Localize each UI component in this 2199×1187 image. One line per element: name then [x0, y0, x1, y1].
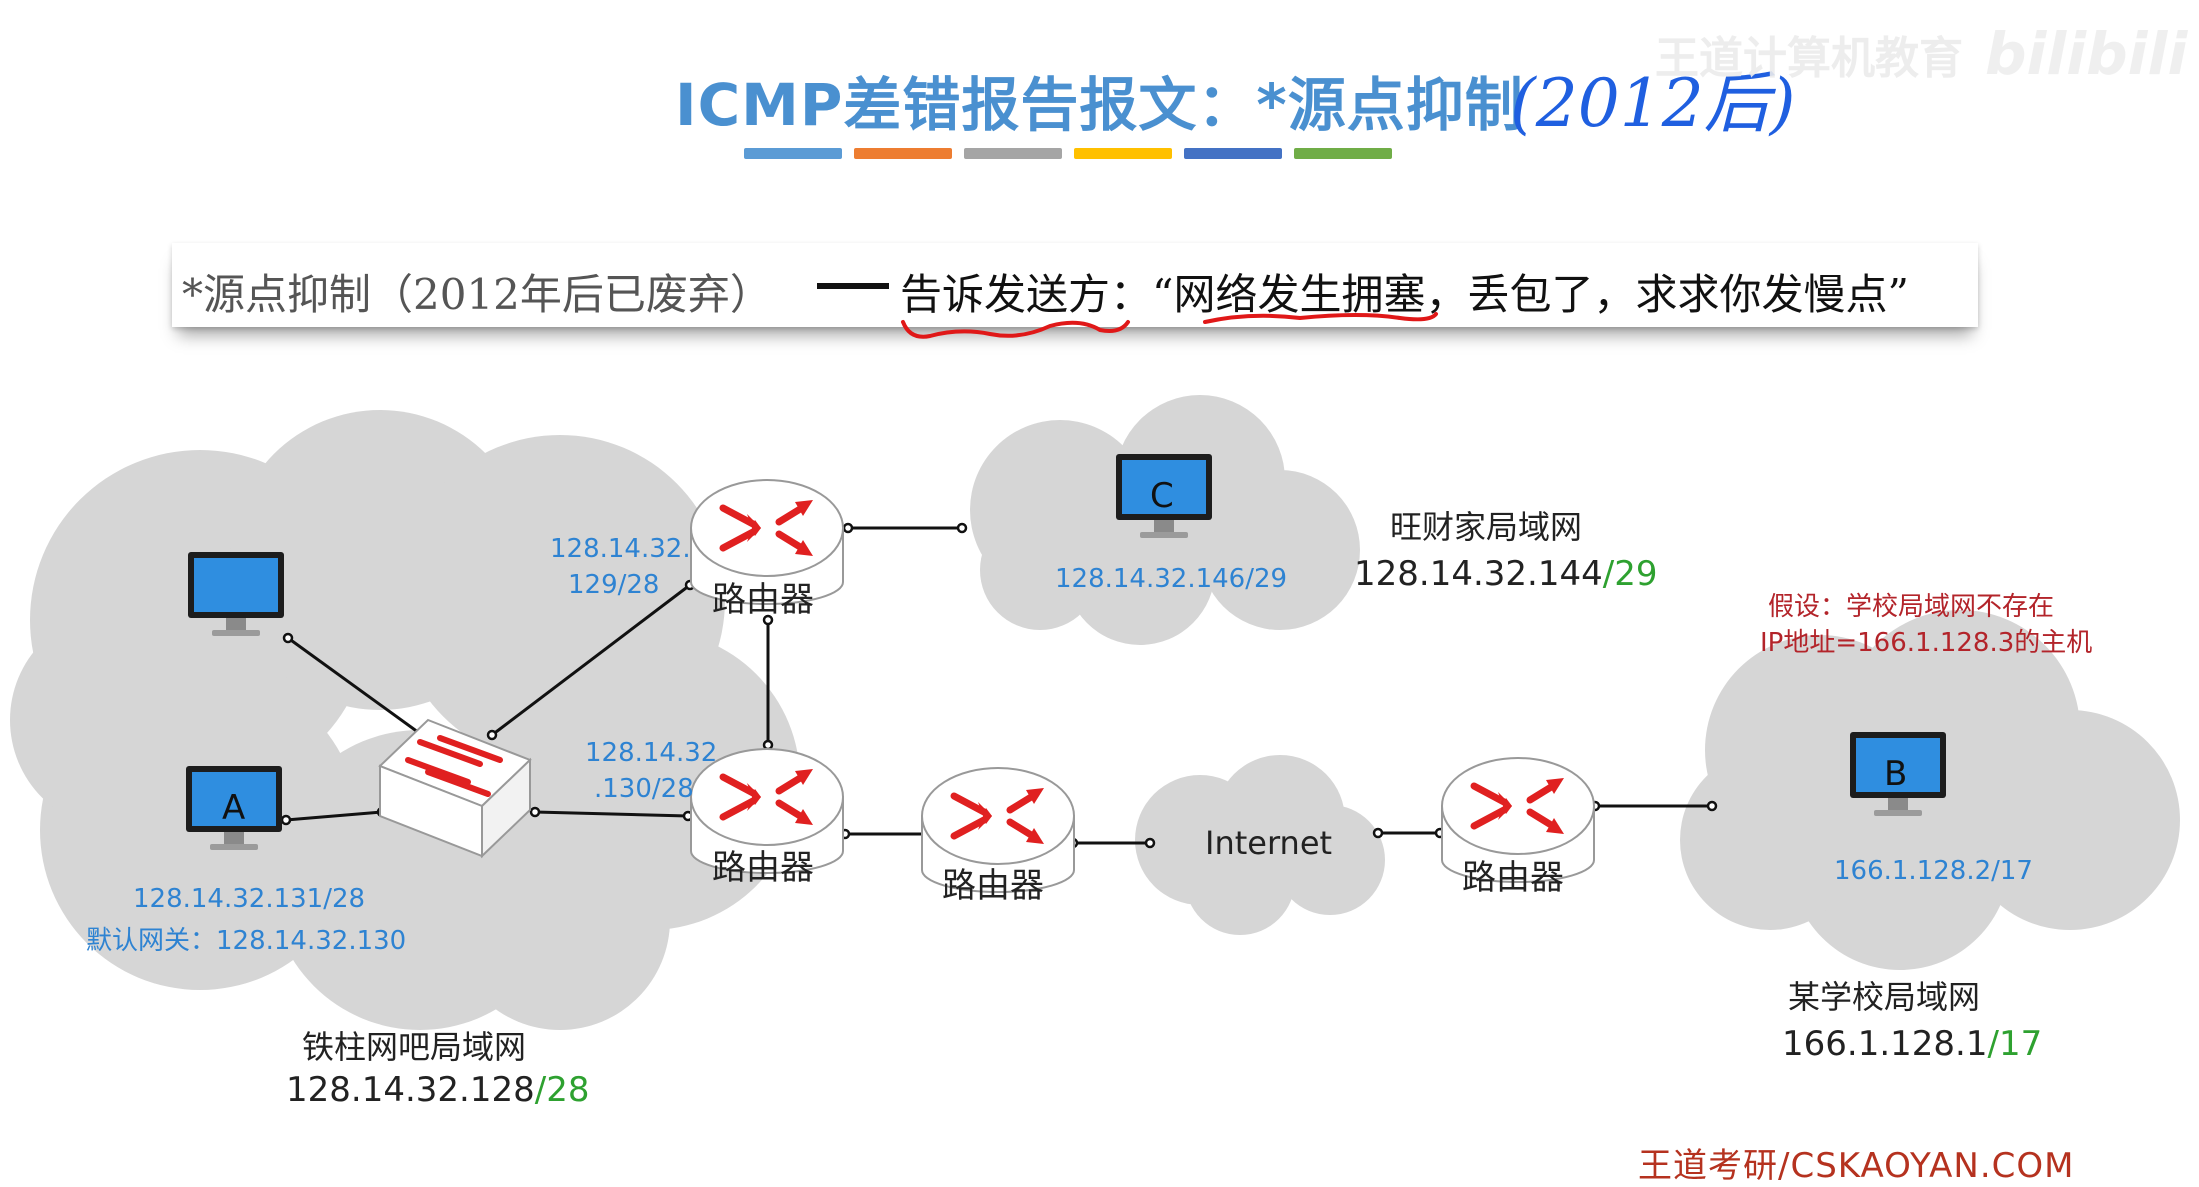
router-1-label: 路由器 — [712, 580, 814, 620]
banner-description: 告诉发送方：“网络发生拥塞，丢包了，求求你发慢点” — [900, 270, 1909, 319]
slide-title: ICMP差错报告报文：*源点抑制 — [675, 71, 1524, 139]
host-a-gateway: 默认网关：128.14.32.130 — [86, 926, 407, 956]
link-pc-switch — [287, 636, 423, 737]
definition-banner: *源点抑制（2012年后已废弃） 告诉发送方：“网络发生拥塞，丢包了，求求你发慢… — [172, 243, 1978, 327]
title-color-bars — [744, 148, 1392, 159]
assumption-line1: 假设：学校局域网不存在 — [1768, 592, 2055, 622]
lan-school-network: 166.1.128.1/17 — [1782, 1024, 2042, 1064]
lan-wangcai-prefix: 128.14.32.144 — [1354, 554, 1603, 594]
cloud-internet — [1135, 755, 1385, 935]
cloud-tiezhu-lan — [10, 410, 800, 1030]
link-a-switch — [285, 810, 383, 822]
color-bar — [744, 148, 842, 159]
host-a-ip: 128.14.32.131/28 — [133, 884, 366, 914]
host-c-ip: 128.14.32.146/29 — [1055, 564, 1288, 594]
link-switch-router1 — [491, 583, 691, 737]
host-c-label: C — [1150, 476, 1174, 516]
banner-term: *源点抑制（2012年后已废弃） — [182, 270, 772, 319]
lan-school-name: 某学校局域网 — [1788, 978, 1981, 1016]
color-bar — [854, 148, 952, 159]
color-bar — [964, 148, 1062, 159]
link-switch-router2 — [534, 810, 689, 818]
router-2-ip-line2: .130/28 — [594, 774, 694, 804]
router-1-ip-line2: 129/28 — [568, 570, 660, 600]
switch — [378, 718, 532, 859]
lan-school-prefix: 166.1.128.1 — [1782, 1024, 1988, 1064]
router-2-label: 路由器 — [712, 848, 814, 888]
host-b-label: B — [1884, 754, 1908, 794]
router-1-ip-line1: 128.14.32. — [550, 534, 691, 564]
underline-congestion — [1203, 312, 1438, 324]
router-4-label: 路由器 — [1462, 858, 1564, 898]
lan-tiezhu-prefix: 128.14.32.128 — [286, 1070, 535, 1110]
lan-wangcai-mask: /29 — [1602, 554, 1658, 594]
host-b-ip: 166.1.128.2/17 — [1834, 856, 2033, 886]
color-bar — [1294, 148, 1392, 159]
underline-tell-sender — [901, 320, 1130, 339]
color-bar — [1184, 148, 1282, 159]
lan-wangcai-network: 128.14.32.144/29 — [1354, 554, 1657, 594]
bilibili-logo: bilibili — [1985, 20, 2188, 88]
footer-brand: 王道考研/CSKAOYAN.COM — [1638, 1146, 2075, 1186]
internet-label: Internet — [1205, 824, 1333, 862]
assumption-line2: IP地址=166.1.128.3的主机 — [1760, 628, 2093, 658]
lan-tiezhu-mask: /28 — [534, 1070, 590, 1110]
handwritten-annotation: (2012后) — [1510, 65, 1796, 142]
host-a-label: A — [222, 788, 246, 828]
router-3-label: 路由器 — [942, 866, 1044, 906]
router-2-ip-line1: 128.14.32 — [585, 738, 718, 768]
lan-school-mask: /17 — [1987, 1024, 2043, 1064]
lan-tiezhu-network: 128.14.32.128/28 — [286, 1070, 589, 1110]
banner-dash — [817, 283, 889, 289]
lan-tiezhu-name: 铁柱网吧局域网 — [302, 1028, 527, 1066]
lan-wangcai-name: 旺财家局域网 — [1390, 508, 1583, 546]
watermark-text: 王道计算机教育 — [1655, 33, 1963, 84]
color-bar — [1074, 148, 1172, 159]
cloud-school-lan — [1680, 610, 2180, 970]
